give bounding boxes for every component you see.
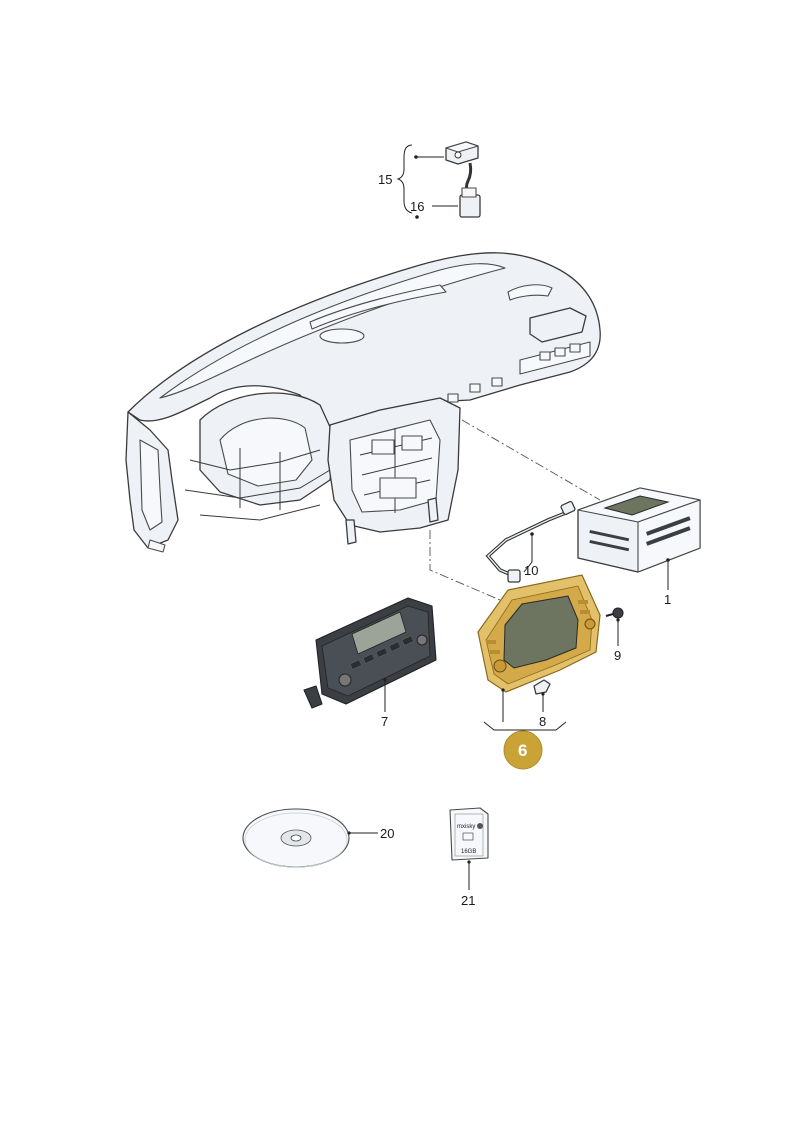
label-20: 20 [380,826,394,841]
install-line-1 [461,419,601,501]
badge-6: 6 [503,730,543,770]
install-line-6 [429,530,501,601]
label-1: 1 [664,592,671,607]
antenna-cable-10 [485,500,576,583]
group-bracket-6 [483,721,567,731]
label-7: 7 [381,714,388,729]
sd-card-capacity: 16GB [461,849,476,855]
label-10: 10 [524,563,538,578]
dashboard-frame [184,448,331,521]
display-unit-6 [477,574,601,693]
connector-assembly-15-16 [396,141,481,219]
label-15: 15 [378,172,392,187]
label-21: 21 [461,893,475,908]
screw-9 [605,607,624,619]
label-16: 16 [410,199,424,214]
dashboard-vents [447,343,581,403]
disc-20 [242,808,350,868]
label-6: 6 [518,741,527,760]
label-8: 8 [539,714,546,729]
clip-8 [533,679,551,695]
sd-card-brand: mxisky [457,824,475,830]
dashboard-illustration [125,252,601,553]
radio-unit-7 [303,597,437,709]
control-unit-box-1 [577,487,701,573]
label-9: 9 [614,648,621,663]
sd-card-21: mxisky 16GB [449,807,489,861]
